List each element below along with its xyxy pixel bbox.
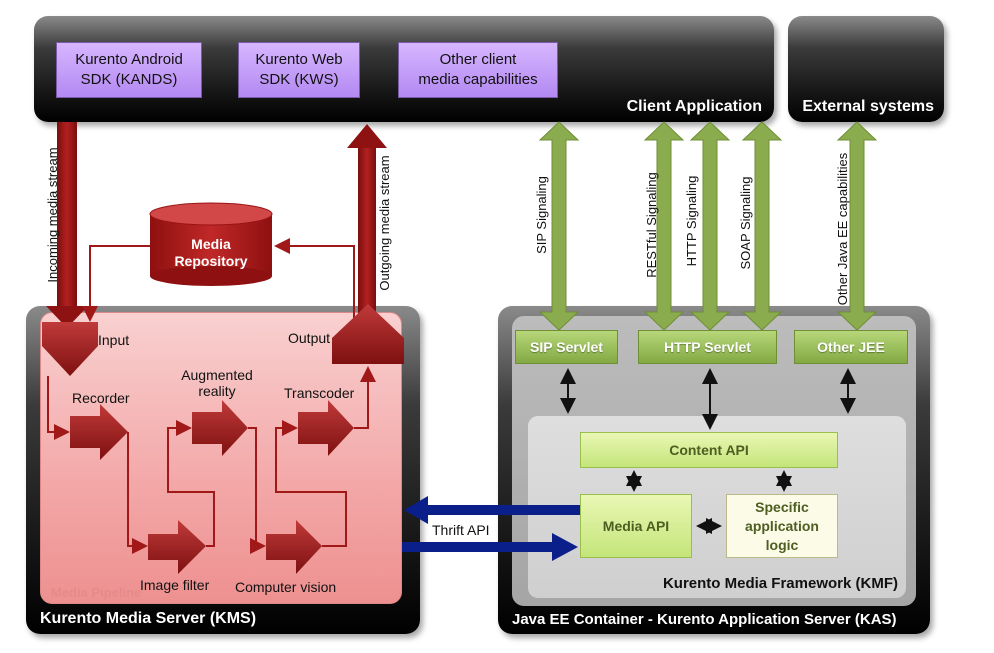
flow-line-output-to-repo	[274, 238, 355, 332]
soap-signaling-arrow	[741, 121, 783, 331]
kurento-web-sdk-box: Kurento Web SDK (KWS)	[238, 42, 360, 98]
outgoing-stream-arrow	[347, 124, 387, 322]
content-api-box: Content API	[580, 432, 838, 468]
sip-signaling-arrow	[538, 121, 580, 331]
kas-label: Java EE Container - Kurento Application …	[512, 611, 897, 628]
image-filter-label: Image filter	[140, 577, 210, 593]
recorder-element-arrow	[70, 404, 128, 460]
other-jee-signaling-arrow	[836, 121, 878, 331]
output-label: Output	[288, 330, 331, 346]
http-signaling-arrow	[689, 121, 731, 331]
outgoing-stream-label: Outgoing media stream	[377, 155, 392, 291]
http-signaling-label: HTTP Signaling	[684, 175, 699, 267]
augmented-reality-element-arrow	[192, 400, 248, 456]
kmf-label: Kurento Media Framework (KMF)	[662, 575, 898, 592]
media-pipeline-label: Media Pipeline	[51, 585, 142, 600]
computer-vision-label: Computer vision	[235, 579, 337, 595]
input-element-arrow	[42, 322, 98, 376]
external-systems-panel: External systems	[788, 16, 944, 122]
augmented-reality-label: Augmented reality	[181, 367, 253, 399]
incoming-stream-arrow	[46, 122, 88, 328]
restful-signaling-label: RESTful Signaling	[644, 172, 659, 278]
other-jee-signaling-label: Other Java EE capabilities	[835, 152, 850, 306]
computer-vision-element-arrow	[266, 520, 322, 574]
sip-servlet-box: SIP Servlet	[515, 330, 618, 364]
thrift-api-arrows	[402, 496, 580, 561]
kurento-android-sdk-box: Kurento Android SDK (KANDS)	[56, 42, 202, 98]
internal-connectors	[560, 368, 856, 534]
client-application-label: Client Application	[626, 98, 762, 115]
other-jee-box: Other JEE	[794, 330, 908, 364]
image-filter-element-arrow	[148, 520, 206, 574]
output-element-arrow	[332, 304, 404, 364]
signaling-arrows	[538, 121, 878, 331]
pipeline-flow-lines	[47, 366, 376, 554]
specific-application-logic-box: Specific application logic	[726, 494, 838, 558]
thrift-arrow-to-kmf	[402, 533, 578, 561]
thrift-arrow-to-kms	[404, 496, 580, 524]
external-systems-label: External systems	[802, 98, 934, 115]
recorder-label: Recorder	[72, 390, 130, 406]
media-repository-cylinder	[149, 202, 273, 286]
media-api-box: Media API	[580, 494, 692, 558]
soap-signaling-label: SOAP Signaling	[738, 176, 753, 270]
other-client-capabilities-box: Other client media capabilities	[398, 42, 558, 98]
media-repository-label: Media Repository	[174, 236, 248, 269]
thrift-api-label: Thrift API	[432, 522, 490, 538]
restful-signaling-arrow	[643, 121, 685, 331]
flow-line-repo-to-input	[82, 245, 150, 322]
transcoder-element-arrow	[298, 400, 354, 456]
kms-label: Kurento Media Server (KMS)	[40, 610, 257, 627]
transcoder-label: Transcoder	[284, 385, 355, 401]
input-label: Input	[98, 332, 130, 348]
http-servlet-box: HTTP Servlet	[638, 330, 777, 364]
incoming-stream-label: Incoming media stream	[45, 147, 60, 283]
sip-signaling-label: SIP Signaling	[534, 176, 549, 254]
